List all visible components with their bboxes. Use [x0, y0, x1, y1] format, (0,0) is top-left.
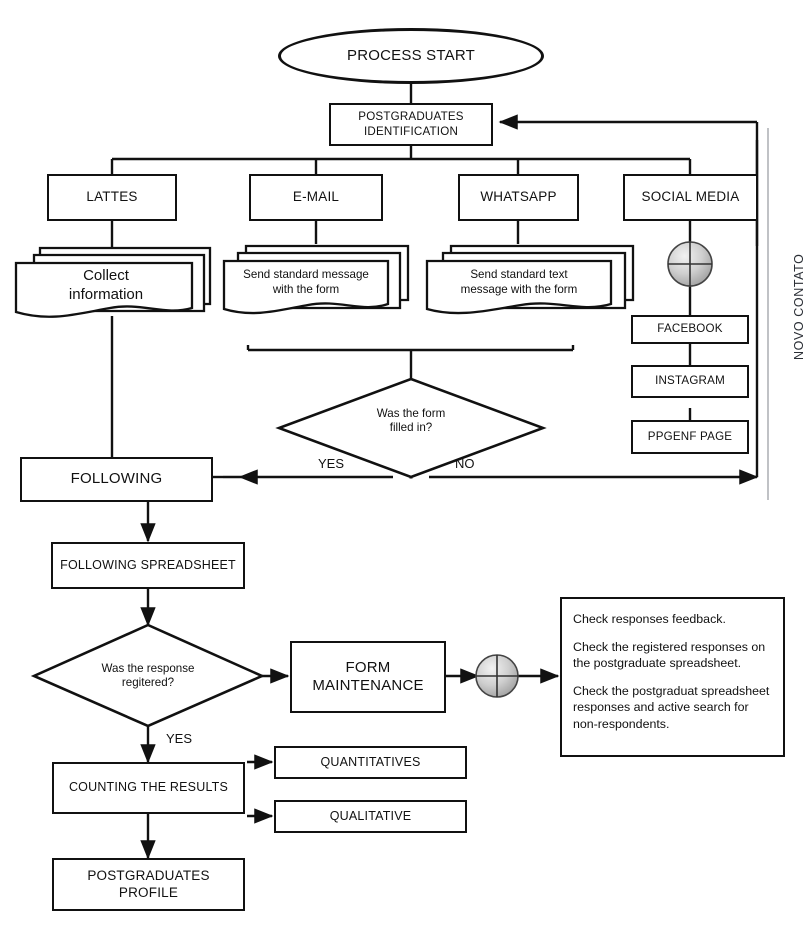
edge-label-no-form: NO: [455, 456, 475, 471]
edge-label-yes-response-text: YES: [166, 731, 193, 746]
decision-form-line1: Was the form: [376, 406, 446, 420]
node-following-label: FOLLOWING: [70, 470, 163, 488]
note-line-3: Check the postgraduat spreadsheet respon…: [573, 683, 770, 731]
node-quantitatives[interactable]: QUANTITATIVES: [274, 746, 467, 779]
node-facebook[interactable]: FACEBOOK: [631, 315, 749, 344]
node-form-maintenance-line2: MAINTENANCE: [312, 677, 424, 694]
connector-circle-social: [667, 241, 713, 287]
doc-email-line1: Send standard message: [243, 268, 369, 282]
node-email[interactable]: E-MAIL: [249, 174, 383, 221]
doc-collect-line2: information: [68, 286, 144, 303]
node-facebook-label: FACEBOOK: [657, 322, 723, 336]
decision-response-label: Was the response regitered?: [88, 655, 208, 697]
node-email-label: E-MAIL: [292, 189, 340, 205]
node-form-maintenance-line1: FORM: [345, 658, 391, 676]
decision-response-line1: Was the response: [101, 661, 195, 675]
node-ppgenf-page[interactable]: PPGENF PAGE: [631, 420, 749, 454]
doc-collect-information[interactable]: Collect information: [14, 246, 214, 321]
node-social-media[interactable]: SOCIAL MEDIA: [623, 174, 758, 221]
node-qualitative-label: QUALITATIVE: [329, 808, 412, 823]
node-following-spreadsheet-label: FOLLOWING SPREADSHEET: [60, 557, 236, 572]
node-ppgenf-label: PPGENF PAGE: [647, 429, 733, 443]
node-following[interactable]: FOLLOWING: [20, 457, 213, 502]
node-quantitatives-label: QUANTITATIVES: [320, 754, 421, 769]
note-line-1: Check responses feedback.: [573, 612, 726, 626]
node-identification-line1: POSTGRADUATES: [358, 110, 464, 124]
doc-collect-line1: Collect: [83, 266, 129, 284]
node-form-maintenance[interactable]: FORM MAINTENANCE: [290, 641, 446, 713]
edge-label-yes-form: YES: [318, 456, 344, 471]
edge-label-yes-response: YES: [166, 731, 192, 746]
doc-whatsapp-line1: Send standard text: [470, 268, 568, 282]
node-following-spreadsheet[interactable]: FOLLOWING SPREADSHEET: [51, 542, 245, 589]
node-identification-line2: IDENTIFICATION: [363, 124, 459, 138]
doc-send-standard-message[interactable]: Send standard message with the form: [222, 244, 412, 322]
note-box-checks: Check responses feedback. Check the regi…: [560, 597, 785, 757]
node-qualitative[interactable]: QUALITATIVE: [274, 800, 467, 833]
node-lattes-label: LATTES: [86, 189, 138, 205]
note-line-2: Check the registered responses on the po…: [573, 639, 766, 671]
node-postgraduates-profile[interactable]: POSTGRADUATES PROFILE: [52, 858, 245, 911]
doc-email-text: Send standard message with the form: [228, 264, 384, 302]
node-process-start[interactable]: PROCESS START: [278, 28, 544, 84]
connector-circle-maintenance: [475, 654, 519, 698]
doc-whatsapp-line2: message with the form: [460, 283, 578, 296]
node-counting-label: COUNTING THE RESULTS: [68, 780, 229, 795]
node-process-start-label: PROCESS START: [347, 46, 475, 64]
doc-collect-text: Collect information: [18, 262, 194, 308]
doc-whatsapp-text: Send standard text message with the form: [431, 264, 607, 302]
node-instagram[interactable]: INSTAGRAM: [631, 365, 749, 398]
node-lattes[interactable]: LATTES: [47, 174, 177, 221]
lane-label-novo-contato-text: NOVO CONTATO: [792, 253, 806, 360]
node-instagram-label: INSTAGRAM: [655, 374, 725, 388]
node-profile-line2: PROFILE: [118, 884, 179, 900]
node-postgraduates-identification[interactable]: POSTGRADUATES IDENTIFICATION: [329, 103, 493, 146]
node-whatsapp-label: WHATSAPP: [480, 189, 557, 205]
edge-label-no-form-text: NO: [455, 456, 475, 471]
node-counting-the-results[interactable]: COUNTING THE RESULTS: [52, 762, 245, 814]
node-whatsapp[interactable]: WHATSAPP: [458, 174, 579, 221]
doc-email-line2: with the form: [272, 283, 340, 296]
node-profile-line1: POSTGRADUATES: [87, 868, 210, 884]
decision-response-line2: regitered?: [121, 676, 175, 689]
node-social-media-label: SOCIAL MEDIA: [641, 189, 740, 205]
doc-send-standard-text-message[interactable]: Send standard text message with the form: [425, 244, 637, 322]
lane-label-novo-contato: NOVO CONTATO: [792, 253, 806, 360]
decision-form-line2: filled in?: [389, 421, 433, 434]
edge-label-yes-form-text: YES: [318, 456, 345, 471]
decision-form-label: Was the form filled in?: [351, 400, 471, 442]
